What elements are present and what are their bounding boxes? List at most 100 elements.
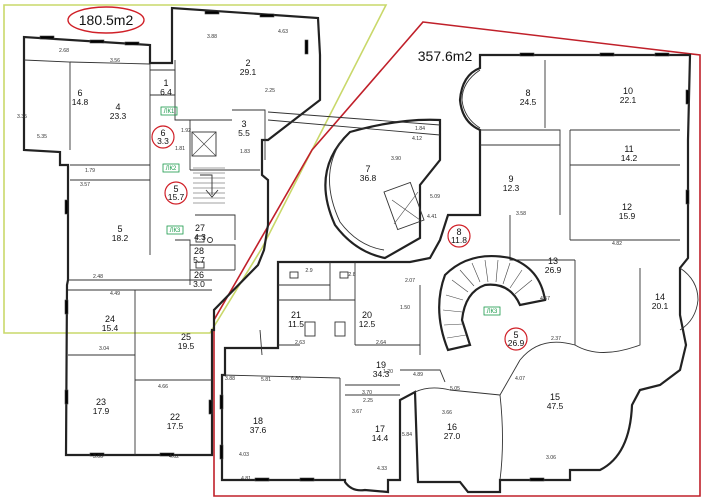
dimension-label: 4.12 [412,136,422,142]
room-area: 24.5 [520,97,537,107]
dimension-label: 2.25 [265,88,275,94]
dimension-label: 3.56 [110,58,120,64]
rotunda [267,111,442,260]
dimension-label: 5.84 [402,432,412,438]
room-number: 5 [117,224,122,234]
dimension-label: 2.07 [405,278,415,284]
room-number: 22 [170,412,180,422]
room-area: 12.3 [503,183,520,193]
dimension-label: 2.25 [363,398,373,404]
dimension-label: 5.09 [430,194,440,200]
room-number: 9 [508,174,513,184]
room-number: 6 [160,128,165,138]
dimension-label: 5.81 [261,377,271,383]
room-area: 17.5 [167,421,184,431]
room-area: 22.1 [620,95,637,105]
dimension-label: 3.06 [546,455,556,461]
room-number: 4 [115,102,120,112]
code-box [166,225,184,235]
room-area: 14.2 [621,153,638,163]
dimension-label: 2.8 [348,272,355,278]
dimension-label: 4.41 [427,214,437,220]
dimension-label: 3.66 [442,410,452,416]
room-number: 6 [77,88,82,98]
dimensions: 2.68 3.56 3.88 4.63 5.35 1.92 1.81 1.83 3.3 5 2.25… [17,29,622,482]
room-number: 23 [96,397,106,407]
room-area: 20.1 [652,301,669,311]
dimension-label: 4.33 [377,466,387,472]
dimension-label: 4.89 [413,372,423,378]
dimension-label: 4.81 [241,476,251,482]
dimension-label: 5.35 [37,134,47,140]
dimension-label: 4.07 [515,376,525,382]
dimension-label: 2.48 [93,274,103,280]
dimension-label: 2.37 [551,336,561,342]
code-box [160,106,178,116]
dimension-label: 4.57 [540,296,550,302]
room-area: 5.7 [193,255,205,265]
room-area: 26.9 [508,338,525,348]
room-number: 13 [548,256,558,266]
room-area: 14.8 [72,97,89,107]
room-area: 17.9 [93,406,110,416]
red-circle [447,224,471,248]
code-box [483,306,501,316]
dimension-label: 2.9 [305,268,312,274]
left-total-oval [67,6,145,34]
bay-windows [259,69,699,356]
left-zone-outline [3,4,388,334]
room-number: 7 [365,164,370,174]
dimension-label: 1.79 [85,168,95,174]
dimension-label: 4.66 [158,384,168,390]
room-area: 5.5 [238,128,250,138]
dimension-label: 1.83 [240,149,250,155]
room-area: 19.5 [178,341,195,351]
room-area: 4.3 [194,232,206,242]
room-area: 15.4 [102,323,119,333]
dimension-label: 6.80 [291,376,301,382]
dimension-label: 1.81 [175,146,185,152]
room-area: 26.9 [545,265,562,275]
room-area: 47.5 [547,401,564,411]
room-number: 26 [194,270,204,280]
room-area: 36.8 [360,173,377,183]
room-number: 19 [376,360,386,370]
room-number: 25 [181,332,191,342]
room-number: 8 [456,227,461,237]
room-area: 3.3 [157,136,169,146]
room-number: 24 [105,314,115,324]
dimension-label: 3.88 [207,34,217,40]
dimension-label: 1.92 [181,128,191,134]
room-number: 17 [375,424,385,434]
dimension-label: 4.03 [239,452,249,458]
room-area: 14.4 [372,433,389,443]
dimension-label: 4.63 [278,29,288,35]
dimension-label: 1.20 [383,369,393,375]
left-total-area: 180.5m2 [79,12,134,28]
room-area: 34.3 [373,369,390,379]
right-total-area: 357.6m2 [418,48,473,64]
room-number: 1 [163,78,168,88]
dimension-label: 4.82 [612,241,622,247]
room-number: 3 [241,119,246,129]
dimension-label: 1.50 [400,305,410,311]
dimension-label: 4.62 [169,454,179,460]
right-building [219,52,692,494]
spiral-stair [438,254,547,352]
room-number: 20 [362,310,372,320]
room-area: 27.0 [444,431,461,441]
room-number: 28 [194,246,204,256]
dimension-label: 2.68 [59,48,69,54]
room-number: 12 [622,202,632,212]
code-box [162,163,180,173]
dimension-label: 3.58 [516,211,526,217]
dimension-label: 4.49 [110,291,120,297]
room-code: ЛК3 [487,309,498,315]
red-circle [504,327,528,351]
room-area: 11.8 [451,235,467,245]
room-number: 5 [513,330,518,340]
room-number: 27 [195,223,205,233]
room-number: 15 [550,392,560,402]
room-area: 18.2 [112,233,129,243]
